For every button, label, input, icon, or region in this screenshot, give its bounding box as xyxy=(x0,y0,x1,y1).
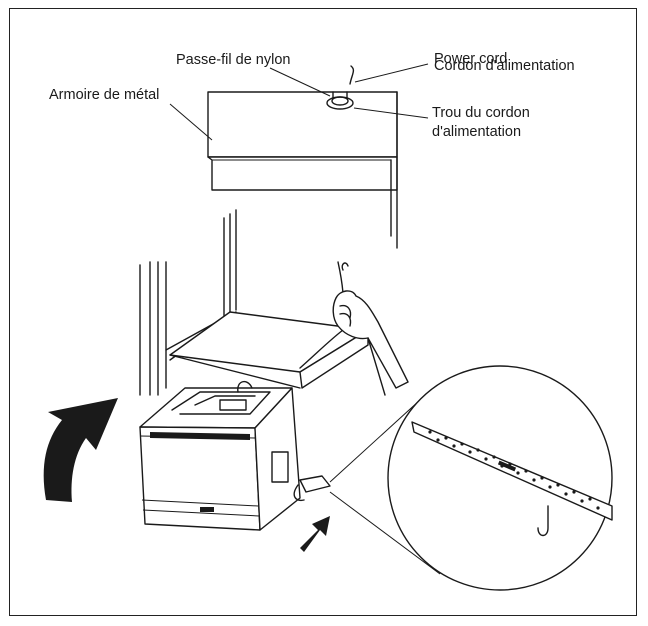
zoom-callout-lines xyxy=(329,399,441,575)
detail-magnified-circle xyxy=(387,365,613,591)
cord-hole-grommet xyxy=(326,65,355,110)
push-arrow-small xyxy=(300,516,330,552)
label-power-cord-en: Power cord xyxy=(434,51,508,67)
leader-lines xyxy=(169,63,429,141)
label-cord-hole-line1: Trou du cordon xyxy=(432,105,530,121)
metal-cabinet xyxy=(207,91,398,249)
label-cord-hole-line2: d'alimentation xyxy=(432,124,522,140)
label-power-cord-fr: Cordon d'alimentation xyxy=(434,58,575,74)
microwave-unit xyxy=(139,381,331,531)
label-metal-cabinet: Armoire de métal xyxy=(49,87,160,103)
diagram-frame xyxy=(9,8,637,616)
label-nylon-grommet: Passe-fil de nylon xyxy=(176,52,291,68)
hand-with-cord xyxy=(332,261,409,396)
lift-arrow-large xyxy=(43,398,119,502)
